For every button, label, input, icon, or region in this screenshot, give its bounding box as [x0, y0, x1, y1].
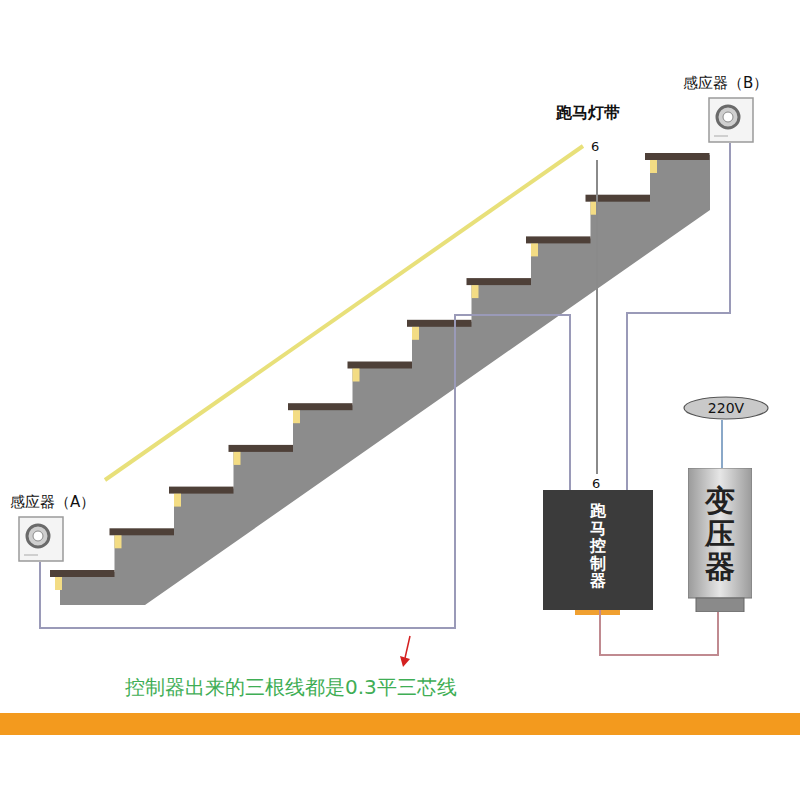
stair-tread	[50, 570, 115, 577]
wire-connector	[722, 420, 723, 468]
stair-tread	[586, 195, 651, 202]
wire-count: 6	[592, 476, 600, 491]
sensor-lens	[33, 531, 43, 541]
controller-box: 跑马控制器	[543, 490, 653, 610]
wire-line	[40, 315, 570, 628]
sensor-plate	[709, 98, 753, 142]
note-text: 控制器出来的三根线都是0.3平三芯线	[125, 674, 457, 701]
stair-tread	[645, 153, 710, 160]
stair-tread	[407, 320, 472, 327]
led-strip-wire	[596, 160, 598, 474]
sensor-ring	[717, 106, 739, 128]
sensor-plate	[19, 517, 63, 561]
stair-tread	[526, 236, 591, 243]
power-ellipse	[684, 397, 768, 419]
controller-body	[543, 490, 653, 610]
stair-tread	[110, 528, 175, 535]
step-light	[234, 452, 241, 465]
voltage-label: 220V	[683, 396, 769, 420]
step-light	[293, 410, 300, 423]
wire-line	[600, 610, 718, 655]
stair-tread	[467, 278, 532, 285]
strip-label: 跑马灯带	[556, 103, 620, 124]
controller-terminal	[575, 610, 620, 615]
transformer-box: 变压器	[688, 468, 752, 612]
step-light	[531, 243, 538, 256]
stair-tread	[288, 403, 353, 410]
controller-label: 跑马控制器	[590, 502, 606, 590]
sensor-label: 感应器（A）	[10, 493, 95, 516]
step-light	[650, 160, 657, 173]
sensor-mark	[714, 136, 728, 137]
pointer-arrow	[405, 636, 410, 658]
stair-tread	[348, 362, 413, 369]
wire-count: 6	[591, 139, 599, 154]
wire-connector	[600, 610, 718, 655]
sensor-label: 感应器（B）	[683, 74, 768, 97]
sensor-icon-art	[18, 516, 64, 562]
step-light	[353, 369, 360, 382]
step-light	[174, 494, 181, 507]
sensor-lens	[723, 112, 733, 122]
transformer-base	[696, 598, 744, 612]
sensor-icon	[18, 516, 64, 562]
sensor: 感应器（A）	[10, 493, 95, 562]
step-light	[412, 327, 419, 340]
wire-line	[627, 143, 730, 490]
wire-connector	[40, 315, 570, 628]
led-strip-line	[105, 146, 583, 480]
sensor-icon-art	[708, 97, 754, 143]
sensor: 感应器（B）	[683, 74, 768, 143]
stair-tread	[229, 445, 294, 452]
wire-connector	[627, 143, 730, 490]
sensor-mark	[24, 555, 38, 556]
transformer-label: 变压器	[705, 484, 735, 583]
step-light	[115, 535, 122, 548]
orange-bar	[0, 713, 800, 735]
sensor-icon	[708, 97, 754, 143]
transformer-body	[688, 468, 752, 598]
step-light	[55, 577, 62, 590]
sensor-ring	[27, 525, 49, 547]
wire-line	[721, 420, 723, 468]
pointer-arrow-head	[400, 656, 410, 667]
power-source: 220V	[683, 396, 769, 420]
stair-tread	[169, 487, 234, 494]
step-light	[472, 285, 479, 298]
